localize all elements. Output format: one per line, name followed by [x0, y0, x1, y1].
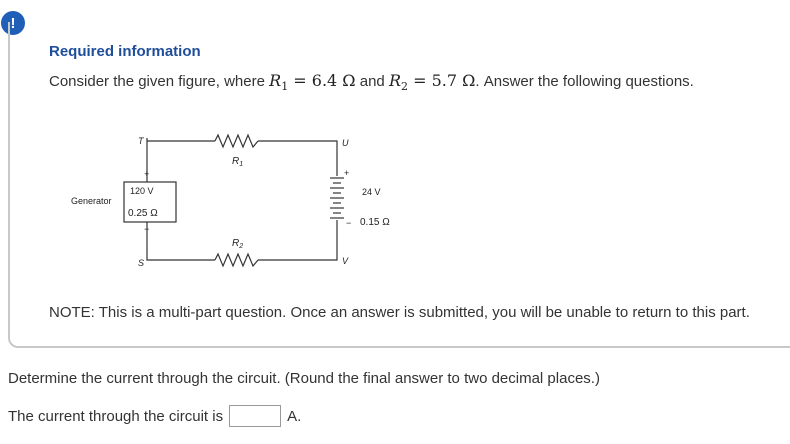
answer-row: The current through the circuit is A. [8, 405, 301, 427]
label-t: T [138, 136, 145, 146]
intro-prefix: Consider the given figure, where [49, 73, 265, 90]
r1-resistor-zigzag [214, 133, 259, 149]
bottom-wire-left [146, 250, 215, 261]
intro-suffix: . Answer the following questions. [475, 73, 694, 90]
r1-expression: R1 = 6.4 Ω [269, 71, 356, 94]
gen-voltage: 120 V [130, 186, 154, 196]
battery-resistance: 0.15 Ω [360, 217, 390, 228]
generator-label: Generator [71, 196, 112, 206]
battery-minus: − [346, 218, 351, 228]
gen-plus: + [144, 169, 149, 179]
answer-unit: A. [287, 407, 302, 425]
question-text: Determine the current through the circui… [8, 370, 600, 387]
label-u: U [342, 138, 349, 148]
intro-and: and [359, 73, 385, 90]
current-answer-input[interactable] [229, 405, 282, 427]
problem-statement: Consider the given figure, where R1 = 6.… [49, 71, 694, 93]
r1-label: R1 [232, 156, 243, 168]
r2-resistor-zigzag [214, 252, 259, 268]
note-text: NOTE: This is a multi-part question. Onc… [49, 304, 750, 321]
generator-box [123, 181, 177, 223]
bottom-wire-right [258, 238, 338, 261]
required-information-title: Required information [49, 43, 201, 60]
gen-minus: − [144, 224, 149, 234]
r2-label: R2 [232, 238, 243, 250]
question-panel [8, 22, 790, 348]
top-wire-left [146, 138, 215, 142]
answer-label: The current through the circuit is [8, 407, 224, 425]
battery-voltage: 24 V [362, 187, 381, 197]
gen-resistance: 0.25 Ω [128, 208, 158, 219]
label-s: S [138, 258, 144, 268]
circuit-diagram: T U S V Generator + − 120 V 0.25 Ω R1 R2… [71, 133, 390, 268]
battery-plus: + [344, 168, 349, 178]
top-wire-right [258, 140, 338, 158]
r2-expression: R2 = 5.7 Ω [388, 71, 476, 94]
label-v: V [342, 256, 349, 266]
